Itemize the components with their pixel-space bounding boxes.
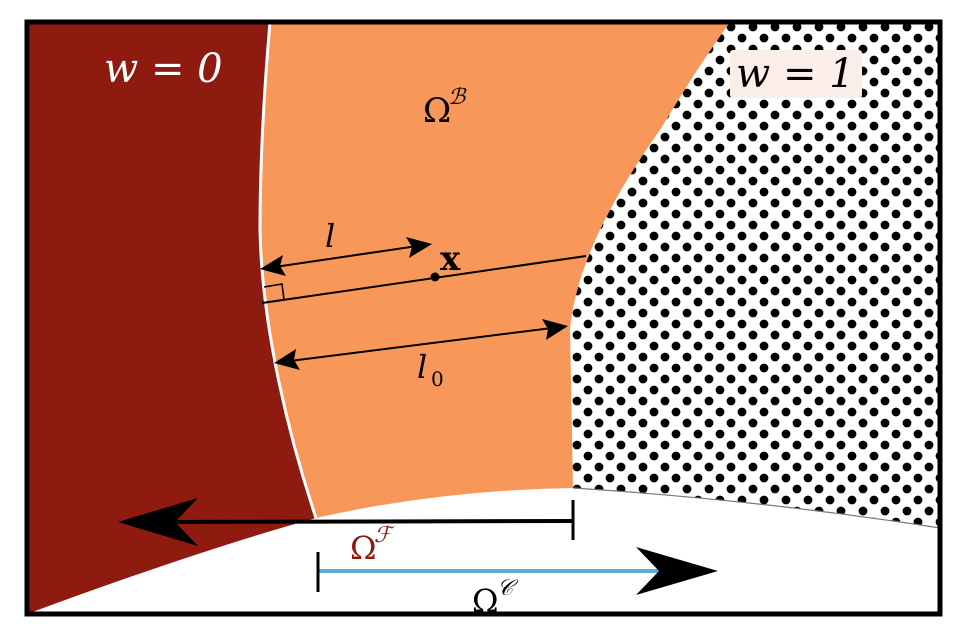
solid-region-w1 [570, 22, 940, 528]
w-right-label-bg [730, 50, 862, 98]
distance-l-label: l [325, 217, 335, 255]
omega-f-superscript: ℱ [374, 523, 395, 548]
interface-curve [258, 21, 318, 519]
w-right-label: w = 1 [736, 51, 855, 97]
omega-f-label: Ω [350, 529, 377, 567]
distance-l0-arrow [274, 319, 568, 370]
omega-f-arrow [118, 498, 575, 546]
normal-line [261, 255, 587, 304]
w-left-label: w = 0 [104, 46, 223, 92]
omega-c-arrow [316, 547, 718, 595]
right-angle-marker [263, 283, 285, 301]
distance-l-arrow [260, 237, 432, 276]
omega-b-superscript: ℬ [448, 85, 467, 110]
frame [24, 19, 943, 617]
omega-c-label: Ω [472, 582, 499, 620]
solid-region-bottom-edge [572, 487, 941, 529]
distance-l0-subscript: 0 [431, 367, 444, 391]
distance-l0-label: l [417, 348, 427, 386]
omega-b-label: Ω [423, 91, 451, 131]
point-x-label: x [440, 239, 461, 279]
point-x-dot [430, 272, 440, 282]
fluid-region-w0 [27, 22, 316, 614]
